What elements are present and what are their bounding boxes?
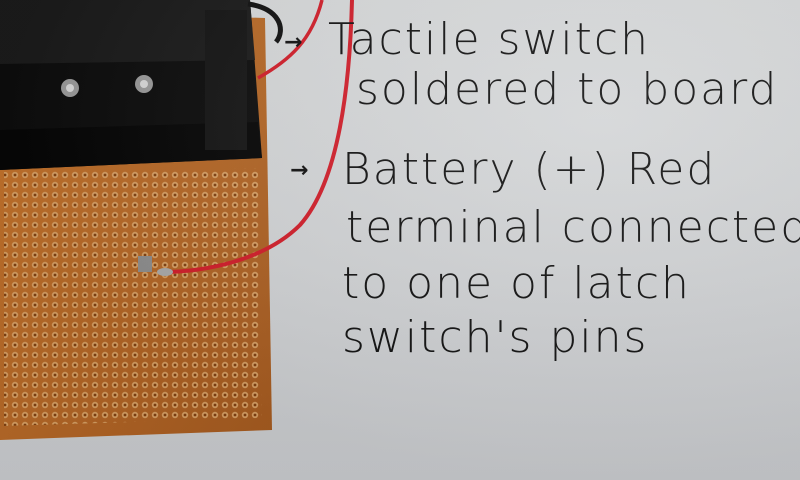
battery-note-line-1: Battery (+) Red [342, 144, 717, 195]
battery-note-line-3: to one of latch [342, 258, 691, 309]
arrow-icon: → [284, 30, 303, 55]
battery-note-line-2: terminal connected [346, 202, 800, 253]
battery-note-line-4: switch's pins [342, 312, 649, 363]
switch-pin [138, 256, 152, 272]
black-wire [247, 1, 283, 44]
arrow-icon: → [290, 158, 309, 183]
solder-joint [157, 268, 173, 276]
battery-holder [0, 0, 262, 170]
tactile-note-line-1: Tactile switch [328, 14, 650, 65]
tactile-note-line-2: soldered to board [356, 64, 779, 115]
red-wire-to-switch [169, 0, 354, 274]
red-wire-top [257, 0, 324, 80]
